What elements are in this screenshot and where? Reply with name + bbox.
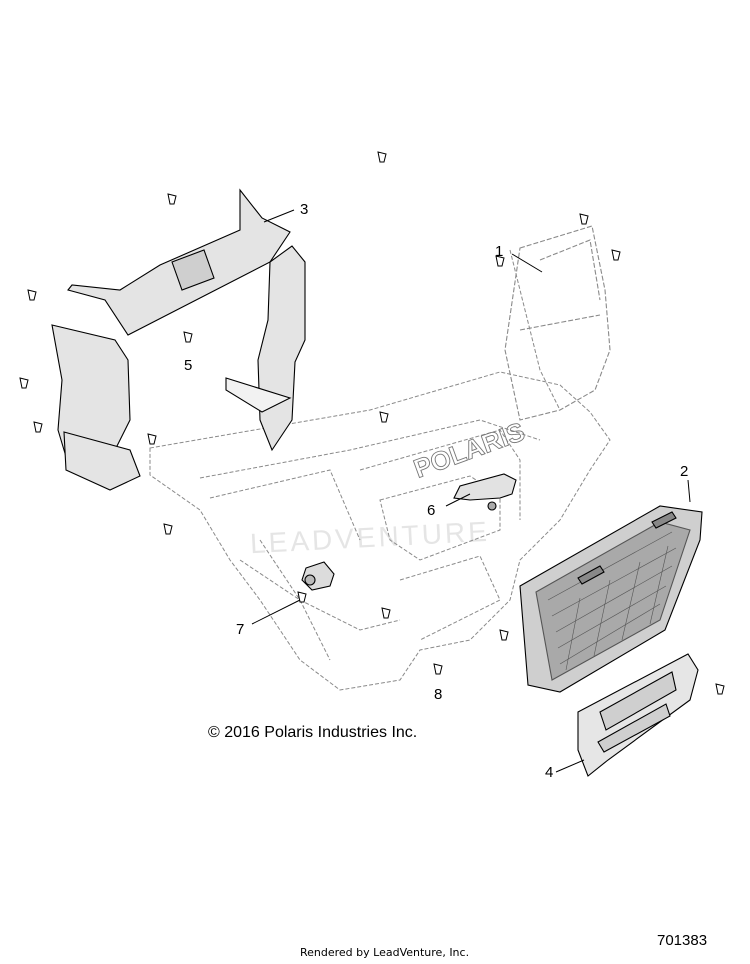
screw-icon xyxy=(147,433,157,445)
screw-icon xyxy=(579,213,589,225)
part-4-lower-panel xyxy=(577,653,699,777)
part-7-latch xyxy=(301,561,335,591)
screw-icon xyxy=(183,331,193,343)
callout-8: 8 xyxy=(434,686,443,703)
fasteners xyxy=(19,151,725,695)
screw-icon xyxy=(19,377,29,389)
screw-icon xyxy=(379,411,389,423)
screw-icon xyxy=(499,629,509,641)
screw-icon xyxy=(381,607,391,619)
callout-6: 6 xyxy=(427,502,436,519)
part-6-bracket xyxy=(453,473,517,511)
screw-icon xyxy=(433,663,443,675)
screw-icon xyxy=(167,193,177,205)
part-1-hood-panel xyxy=(504,225,611,421)
polaris-lettering: POLARIS xyxy=(410,416,529,484)
screw-icon xyxy=(611,249,621,261)
screw-icon xyxy=(33,421,43,433)
callout-5: 5 xyxy=(184,357,193,374)
screw-icon xyxy=(27,289,37,301)
part-3-shroud xyxy=(51,188,306,491)
screw-icon xyxy=(163,523,173,535)
callout-2: 2 xyxy=(680,463,689,480)
diagram-number: 701383 xyxy=(657,932,708,949)
screw-icon xyxy=(297,591,307,603)
callout-3: 3 xyxy=(300,201,309,218)
grille-mesh xyxy=(547,531,677,671)
screw-icon xyxy=(715,683,725,695)
part-2-grille xyxy=(519,505,703,693)
callout-4: 4 xyxy=(545,764,554,781)
callout-7: 7 xyxy=(236,621,245,638)
copyright-text: © 2016 Polaris Industries Inc. xyxy=(208,724,418,741)
leader-lines xyxy=(251,209,691,773)
screw-icon xyxy=(377,151,387,163)
ghost-front-body xyxy=(149,249,611,691)
callout-1: 1 xyxy=(495,243,504,260)
screw-icon xyxy=(495,255,505,267)
rendered-by-text: Rendered by LeadVenture, Inc. xyxy=(300,946,470,959)
